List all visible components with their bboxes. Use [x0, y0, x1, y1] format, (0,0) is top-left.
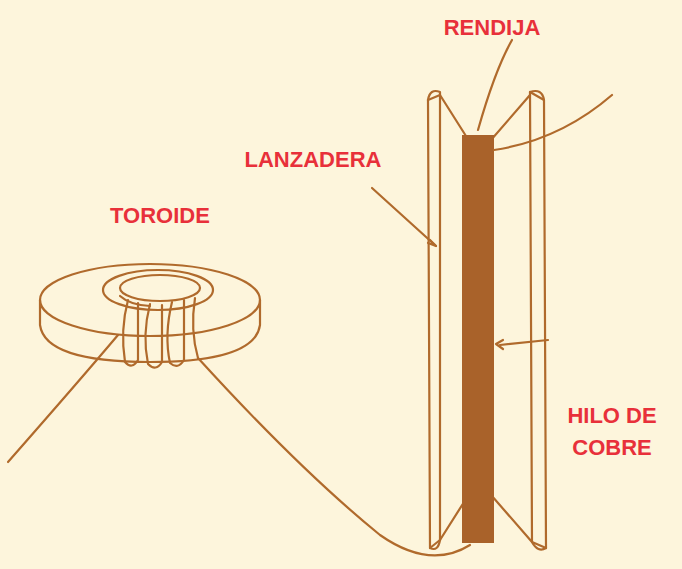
part-label: TOROIDE [60, 200, 260, 232]
leader-line [478, 40, 512, 130]
copper-wire-band [462, 135, 494, 543]
toroid [40, 264, 260, 362]
toroid-winding [123, 298, 198, 368]
leader-line [372, 188, 436, 246]
shuttle [428, 91, 546, 550]
part-label: HILO DE COBRE [562, 400, 662, 464]
lead-wire [8, 335, 118, 462]
part-label: RENDIJA [417, 12, 567, 44]
part-label: LANZADERA [208, 144, 418, 176]
leader-line [428, 240, 436, 246]
leader-line [500, 340, 548, 345]
copper-wire-end [494, 95, 612, 150]
leader-line [496, 340, 503, 349]
